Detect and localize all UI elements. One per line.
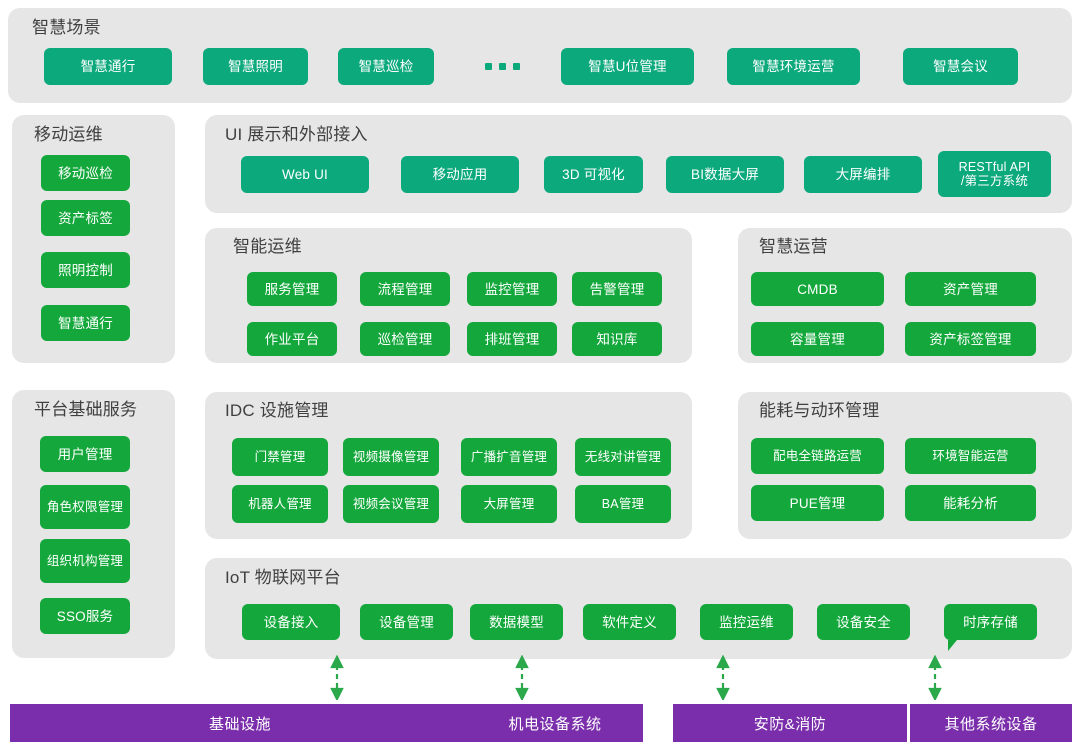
chip-iot-3[interactable]: 软件定义 <box>583 604 676 640</box>
chip-idc-6[interactable]: 大屏管理 <box>461 485 557 523</box>
chip-energy-2[interactable]: PUE管理 <box>751 485 884 521</box>
panel-title-mobile-ops: 移动运维 <box>34 125 103 144</box>
chip-platform-base-1[interactable]: 角色权限管理 <box>40 485 130 529</box>
panel-title-smart-operation: 智慧运营 <box>759 237 828 256</box>
infra-bar-2[interactable]: 安防&消防 <box>673 704 907 742</box>
chip-ui-access-4[interactable]: 大屏编排 <box>804 156 922 193</box>
chip-iot-1[interactable]: 设备管理 <box>360 604 453 640</box>
chip-idc-3[interactable]: 无线对讲管理 <box>575 438 671 476</box>
chip-energy-3[interactable]: 能耗分析 <box>905 485 1036 521</box>
chip-smart-ops-5[interactable]: 巡检管理 <box>360 322 450 356</box>
chip-mobile-ops-3[interactable]: 智慧通行 <box>41 305 130 341</box>
chip-smart-ops-7[interactable]: 知识库 <box>572 322 662 356</box>
infra-bar-3[interactable]: 其他系统设备 <box>910 704 1072 742</box>
panel-title-smart-scene: 智慧场景 <box>32 18 101 37</box>
infra-bar-0[interactable]: 基础设施 <box>10 704 470 742</box>
chip-smart-ops-1[interactable]: 流程管理 <box>360 272 450 306</box>
chip-platform-base-3[interactable]: SSO服务 <box>40 598 130 634</box>
chip-smart-scene-1[interactable]: 智慧照明 <box>203 48 308 85</box>
panel-title-idc: IDC 设施管理 <box>225 401 329 420</box>
panel-title-platform-base: 平台基础服务 <box>34 400 138 419</box>
chip-idc-5[interactable]: 视频会议管理 <box>343 485 439 523</box>
infra-bar-1[interactable]: 机电设备系统 <box>467 704 643 742</box>
chip-platform-base-0[interactable]: 用户管理 <box>40 436 130 472</box>
chip-smart-scene-4[interactable]: 智慧环境运营 <box>727 48 860 85</box>
chip-ui-access-5[interactable]: RESTful API /第三方系统 <box>938 151 1051 197</box>
chip-mobile-ops-1[interactable]: 资产标签 <box>41 200 130 236</box>
chip-smart-scene-2[interactable]: 智慧巡检 <box>338 48 434 85</box>
chip-smart-ops-2[interactable]: 监控管理 <box>467 272 557 306</box>
chip-idc-4[interactable]: 机器人管理 <box>232 485 328 523</box>
panel-title-energy: 能耗与动环管理 <box>759 401 880 420</box>
chip-ui-access-2[interactable]: 3D 可视化 <box>544 156 643 193</box>
chip-platform-base-2[interactable]: 组织机构管理 <box>40 539 130 583</box>
chip-idc-2[interactable]: 广播扩音管理 <box>461 438 557 476</box>
chip-idc-0[interactable]: 门禁管理 <box>232 438 328 476</box>
panel-title-iot: IoT 物联网平台 <box>225 568 341 587</box>
chip-energy-0[interactable]: 配电全链路运营 <box>751 438 884 474</box>
chip-smart-ops-6[interactable]: 排班管理 <box>467 322 557 356</box>
chip-ui-access-0[interactable]: Web UI <box>241 156 369 193</box>
chip-iot-0[interactable]: 设备接入 <box>242 604 340 640</box>
chip-mobile-ops-2[interactable]: 照明控制 <box>41 252 130 288</box>
chip-smart-scene-5[interactable]: 智慧会议 <box>903 48 1018 85</box>
chip-energy-1[interactable]: 环境智能运营 <box>905 438 1036 474</box>
chip-iot-5[interactable]: 设备安全 <box>817 604 910 640</box>
panel-title-ui-access: UI 展示和外部接入 <box>225 125 368 144</box>
chip-iot-2[interactable]: 数据模型 <box>470 604 563 640</box>
chip-smart-ops-4[interactable]: 作业平台 <box>247 322 337 356</box>
chip-idc-7[interactable]: BA管理 <box>575 485 671 523</box>
connector-arrows <box>330 655 942 700</box>
scene-ellipsis-icon <box>485 63 520 70</box>
panel-smart-scene: 智慧场景 <box>8 8 1072 103</box>
chip-ui-access-3[interactable]: BI数据大屏 <box>666 156 784 193</box>
chip-smart-operation-1[interactable]: 资产管理 <box>905 272 1036 306</box>
chip-mobile-ops-0[interactable]: 移动巡检 <box>41 155 130 191</box>
panel-title-smart-ops: 智能运维 <box>233 237 302 256</box>
chip-smart-operation-0[interactable]: CMDB <box>751 272 884 306</box>
chip-iot-4[interactable]: 监控运维 <box>700 604 793 640</box>
chip-smart-scene-3[interactable]: 智慧U位管理 <box>561 48 694 85</box>
chip-iot-6[interactable]: 时序存储 <box>944 604 1037 640</box>
chip-smart-operation-2[interactable]: 容量管理 <box>751 322 884 356</box>
chip-smart-ops-3[interactable]: 告警管理 <box>572 272 662 306</box>
chip-smart-scene-0[interactable]: 智慧通行 <box>44 48 172 85</box>
chip-ui-access-1[interactable]: 移动应用 <box>401 156 519 193</box>
chip-smart-operation-3[interactable]: 资产标签管理 <box>905 322 1036 356</box>
chip-idc-1[interactable]: 视频摄像管理 <box>343 438 439 476</box>
chip-iot-6-tail-icon <box>948 640 957 651</box>
chip-smart-ops-0[interactable]: 服务管理 <box>247 272 337 306</box>
